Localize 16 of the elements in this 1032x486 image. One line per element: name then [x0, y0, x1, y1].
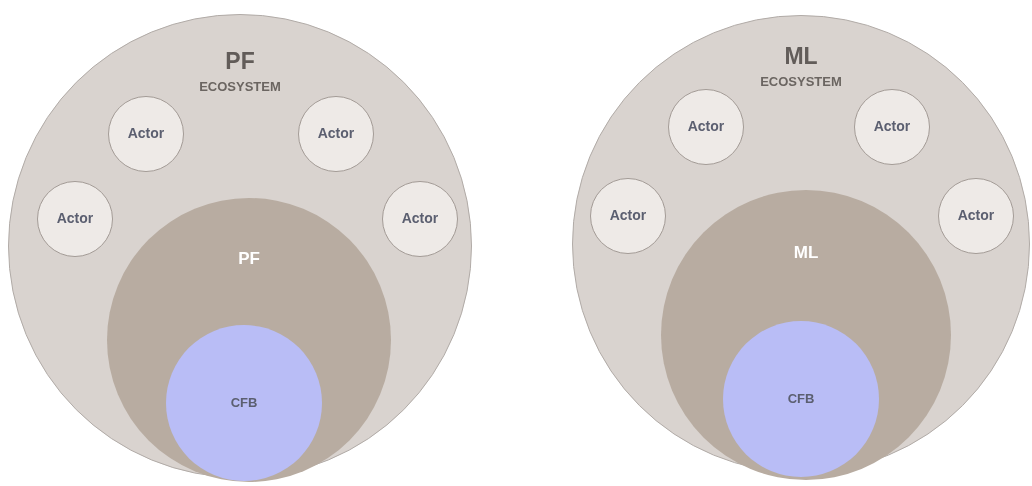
- circle-label: Actor: [687, 119, 725, 135]
- circle-label: Actor: [127, 126, 165, 142]
- circle-label: CFB: [230, 395, 258, 411]
- circle-title: ML: [784, 44, 818, 70]
- circle-label: ML: [793, 244, 819, 263]
- circle-label: Actor: [957, 208, 995, 224]
- circle-subtitle: ECOSYSTEM: [199, 80, 281, 95]
- circle-title: PF: [225, 49, 255, 75]
- circle-label: Actor: [873, 119, 911, 135]
- circle-label: Actor: [401, 211, 439, 227]
- circle-subtitle: ECOSYSTEM: [760, 75, 842, 90]
- circle-label: Actor: [56, 211, 94, 227]
- circle-label: PF: [238, 250, 260, 269]
- circle-label: CFB: [787, 391, 815, 407]
- circle-label: Actor: [609, 208, 647, 224]
- circle-label: Actor: [317, 126, 355, 142]
